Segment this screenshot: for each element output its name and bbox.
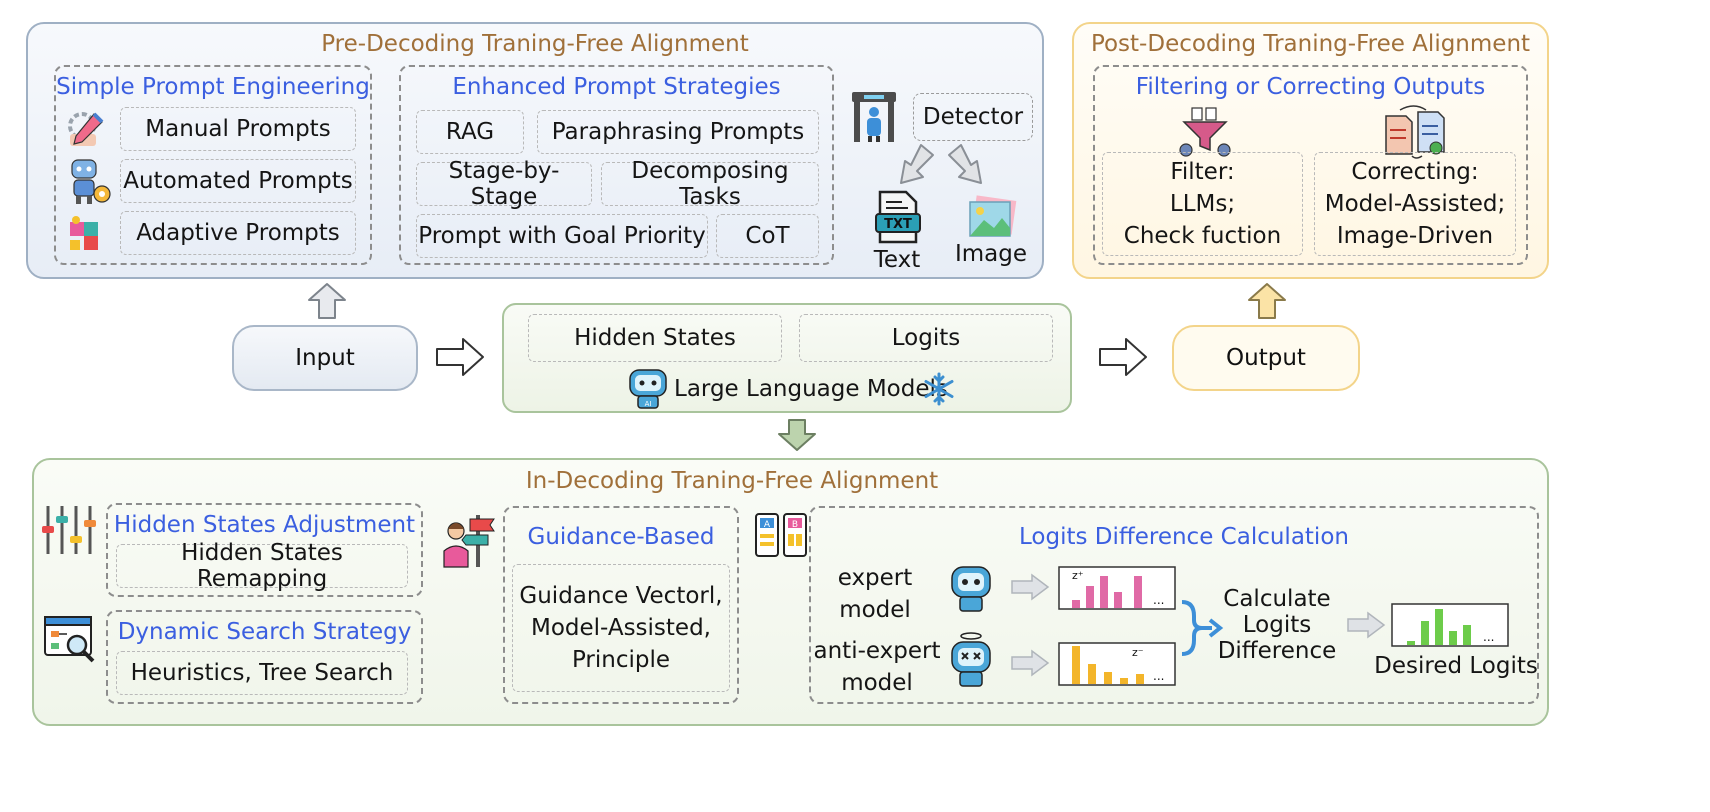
up-arrow-to-pre <box>308 283 346 319</box>
stage-by-stage-item: Stage-by-Stage <box>416 158 592 210</box>
down-arrow-to-in <box>778 419 816 451</box>
adaptive-prompts-item: Adaptive Prompts <box>120 211 356 255</box>
image-file-icon <box>969 195 1017 237</box>
hidden-adjustment-box <box>106 503 423 597</box>
right-arrow-output <box>1099 338 1147 376</box>
pen-gear-icon <box>68 112 104 146</box>
enhanced-prompt-box <box>399 65 834 265</box>
expert-bar <box>1100 576 1108 608</box>
simple-prompt-box <box>54 65 372 265</box>
desired-bar <box>1421 621 1429 645</box>
desired-bar <box>1407 641 1415 645</box>
expert-bar <box>1134 576 1142 608</box>
arrow-anti-to-chart <box>1011 649 1050 677</box>
signpost-person-icon <box>443 515 495 568</box>
svg-text:...: ... <box>1153 669 1164 683</box>
puzzle-icon <box>70 216 98 250</box>
simple-prompt-title: Simple Prompt Engineering <box>56 74 370 100</box>
right-arrow-input <box>436 338 484 376</box>
detector-arrows <box>900 144 982 184</box>
llm-label: Large Language Models <box>674 376 948 402</box>
heuristics-item: Heuristics, Tree Search <box>116 651 408 695</box>
txt-file-icon: TXT <box>875 190 921 244</box>
filter-llms-box: Filter: LLMs; Check fuction <box>1102 152 1303 256</box>
search-window-icon <box>44 616 95 663</box>
rag-item: RAG <box>416 110 524 154</box>
expert-bar <box>1072 600 1080 608</box>
security-gate-icon <box>852 92 896 142</box>
svg-text:z⁺: z⁺ <box>1072 569 1084 582</box>
hidden-remapping-item: Hidden States Remapping <box>116 540 408 592</box>
svg-text:A: A <box>764 520 771 530</box>
hidden-states-box: Hidden States <box>528 314 782 362</box>
expert-robot-icon <box>951 566 991 612</box>
manual-prompts-item: Manual Prompts <box>120 107 356 151</box>
image-output-label: Image <box>954 241 1028 267</box>
arrow-expert-to-chart <box>1011 573 1050 601</box>
desired-bar <box>1435 609 1443 645</box>
hidden-adjustment-title: Hidden States Adjustment <box>113 512 416 538</box>
post-decoding-panel <box>1072 22 1549 279</box>
output-node: Output <box>1172 325 1360 391</box>
ab-compare-icon: A B <box>755 513 807 557</box>
automated-prompts-item: Automated Prompts <box>120 159 356 203</box>
logits-diff-box <box>809 506 1539 704</box>
svg-text:B: B <box>792 520 798 530</box>
robot-gear-icon <box>71 159 111 204</box>
in-decoding-panel <box>32 458 1549 726</box>
svg-text:...: ... <box>1483 630 1494 644</box>
logits-diff-title: Logits Difference Calculation <box>1019 524 1349 550</box>
cot-item: CoT <box>716 214 819 258</box>
sliders-icon <box>42 506 96 554</box>
anti-bar <box>1120 678 1128 684</box>
desired-bar <box>1463 625 1471 645</box>
up-arrow-to-post <box>1248 283 1286 319</box>
anti-expert-model-label: anti-expert model <box>813 638 941 696</box>
correct-docs-icon <box>1385 105 1445 159</box>
desired-logits-chart: ... <box>1391 603 1509 647</box>
anti-bar <box>1104 672 1112 684</box>
input-node: Input <box>232 325 418 391</box>
anti-bar <box>1072 646 1080 684</box>
expert-logits-chart: z⁺ ... <box>1058 566 1176 610</box>
goal-priority-item: Prompt with Goal Priority <box>416 214 708 258</box>
enhanced-prompt-title: Enhanced Prompt Strategies <box>452 74 781 100</box>
detector-box: Detector <box>913 93 1033 141</box>
text-output-label: Text <box>873 247 921 273</box>
desired-logits-label: Desired Logits <box>1374 653 1538 679</box>
snowflake-icon <box>924 372 954 406</box>
decomposing-tasks-item: Decomposing Tasks <box>601 158 819 210</box>
guidance-title: Guidance-Based <box>527 524 715 550</box>
anti-bar <box>1088 664 1096 684</box>
anti-expert-robot-icon <box>951 632 991 687</box>
in-decoding-title: In-Decoding Traning-Free Alignment <box>525 468 939 494</box>
expert-bar <box>1086 586 1094 608</box>
expert-bar <box>1114 592 1122 608</box>
svg-text:AI: AI <box>645 400 652 408</box>
filtering-correcting-title: Filtering or Correcting Outputs <box>1135 74 1486 100</box>
guidance-content: Guidance Vectorl, Model-Assisted, Princi… <box>512 564 730 692</box>
merge-bracket-arrow <box>1181 600 1224 656</box>
expert-model-label: expert model <box>837 565 913 623</box>
anti-bar <box>1136 674 1144 684</box>
paraphrasing-prompts-item: Paraphrasing Prompts <box>537 110 819 154</box>
calculate-logits-difference: Calculate Logits Difference <box>1217 586 1337 664</box>
desired-bar <box>1449 631 1457 645</box>
guidance-box <box>503 506 739 704</box>
dynamic-search-box <box>106 610 423 704</box>
logits-box: Logits <box>799 314 1053 362</box>
svg-text:TXT: TXT <box>884 217 912 232</box>
post-decoding-title: Post-Decoding Traning-Free Alignment <box>1090 31 1531 57</box>
anti-expert-logits-chart: z⁻ ... <box>1058 642 1176 686</box>
svg-text:...: ... <box>1153 593 1164 607</box>
correcting-box: Correcting: Model-Assisted; Image-Driven <box>1314 152 1516 256</box>
robot-icon: AI <box>629 369 667 409</box>
filter-funnel-icon <box>1179 107 1231 157</box>
svg-text:z⁻: z⁻ <box>1132 646 1144 659</box>
llm-panel <box>502 303 1072 413</box>
filtering-correcting-box <box>1093 65 1528 265</box>
pre-decoding-title: Pre-Decoding Traning-Free Alignment <box>321 31 749 57</box>
arrow-to-desired <box>1347 611 1386 639</box>
dynamic-search-title: Dynamic Search Strategy <box>117 619 412 645</box>
